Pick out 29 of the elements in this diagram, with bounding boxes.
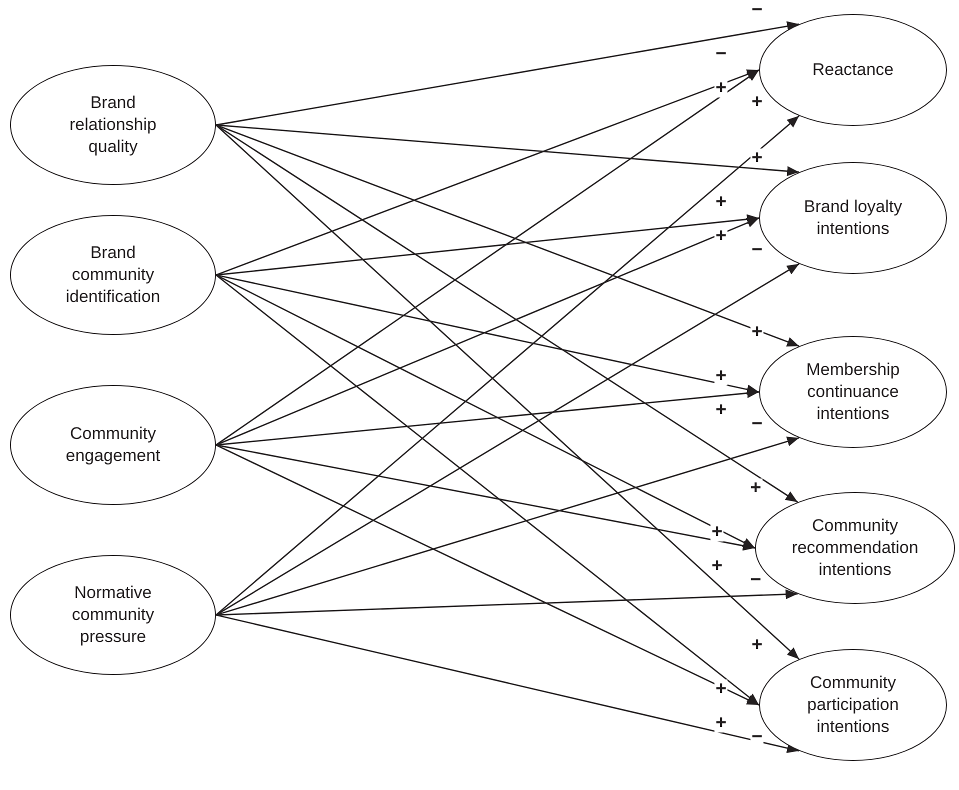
- arrow: [216, 274, 760, 706]
- arrow: [216, 124, 800, 347]
- arrow: [216, 589, 798, 616]
- arrow: [216, 436, 800, 616]
- arrow: [216, 388, 760, 446]
- node-label: Brand loyalty intentions: [802, 196, 904, 240]
- node-label: Community engagement: [64, 422, 162, 467]
- arrow: [216, 21, 800, 126]
- arrow: [216, 263, 800, 616]
- arrow: [216, 124, 798, 503]
- arrow: [216, 614, 800, 754]
- node-label: Membership continuance intentions: [805, 358, 901, 426]
- arrow: [216, 217, 760, 446]
- arrow: [216, 274, 760, 394]
- node-label: Brand relationship quality: [68, 92, 158, 158]
- edge-label: +: [710, 522, 724, 542]
- arrow: [216, 274, 756, 549]
- node-label: Community participation intentions: [806, 672, 900, 738]
- arrow: [216, 444, 756, 551]
- arrow: [216, 69, 760, 276]
- node-label: Normative community pressure: [70, 582, 156, 648]
- arrow: [216, 214, 760, 276]
- node-label: Brand community identification: [64, 242, 162, 308]
- node-label: Reactance: [811, 58, 895, 81]
- arrow: [216, 69, 760, 446]
- arrow: [216, 124, 800, 176]
- arrow: [216, 444, 760, 706]
- edge-label: +: [714, 78, 728, 98]
- node-label: Community recommendation intentions: [790, 514, 920, 582]
